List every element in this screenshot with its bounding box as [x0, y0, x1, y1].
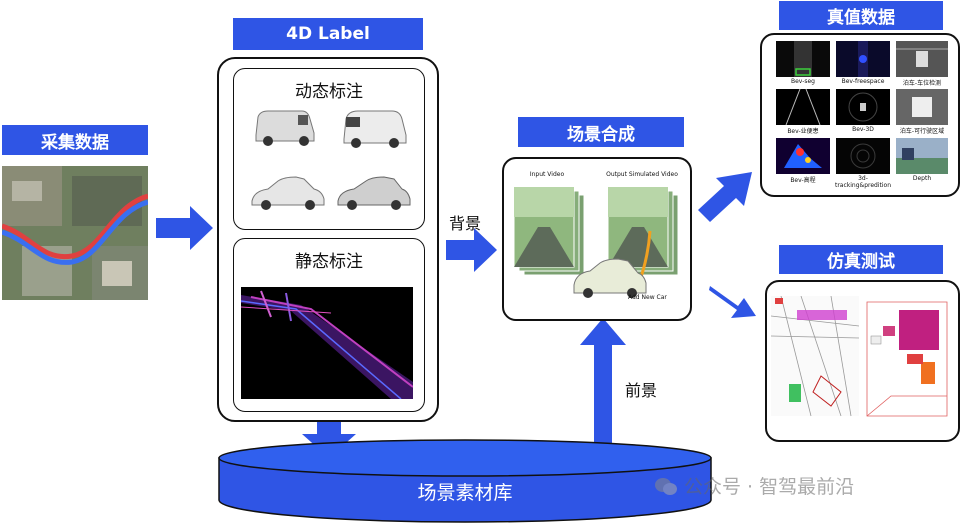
synthesis-title: 场景合成	[567, 124, 635, 145]
add-car-caption: Add New Car	[628, 294, 667, 301]
arrow-library-to-synthesis	[580, 318, 626, 452]
truth-caption: Bev-高程	[790, 177, 816, 184]
foreground-label: 前景	[625, 381, 658, 400]
depth-thumb	[896, 138, 948, 174]
simulation-scenes-image	[771, 296, 948, 417]
arrow-synthesis-to-truth	[698, 172, 752, 222]
bev-elevation-thumb	[776, 138, 830, 174]
library-title: 场景素材库	[417, 482, 513, 504]
truth-banner: 真值数据	[779, 1, 943, 30]
watermark: 公众号 · 智驾最前沿	[654, 472, 854, 499]
sim-panel	[765, 280, 960, 442]
parking-slot-thumb	[896, 41, 948, 77]
sedan-model	[251, 176, 325, 210]
input-video-caption: Input Video	[529, 171, 565, 178]
sedan-model	[337, 176, 411, 210]
truth-caption: Bev-业便患	[787, 128, 819, 135]
wechat-icon	[655, 477, 677, 495]
sim-banner: 仿真测试	[779, 245, 943, 274]
bev-3d-thumb	[836, 89, 890, 125]
static-title: 静态标注	[295, 252, 363, 272]
source-title: 采集数据	[41, 132, 109, 153]
sim-title: 仿真测试	[827, 252, 895, 272]
input-video-frames	[513, 186, 585, 276]
arrow-source-to-label	[156, 206, 213, 250]
truth-grid: Bev-seg Bev-freespace 泊车-车位检测 Bev-业便患 Be…	[776, 41, 948, 189]
truth-title: 真值数据	[827, 8, 895, 28]
road-map-image	[241, 287, 413, 399]
truth-caption: 泊车-可行驶区域	[899, 128, 945, 135]
label-title: 4D Label	[286, 24, 370, 44]
dynamic-annotation-box: 动态标注	[233, 68, 425, 230]
van-model	[255, 110, 315, 146]
synthesis-panel: Input Video Output Simulated Video Add N…	[502, 157, 692, 321]
synthesis-banner: 场景合成	[518, 117, 684, 147]
truth-caption: Depth	[912, 175, 932, 182]
arrow-synthesis-to-sim	[709, 286, 756, 318]
library-disk	[218, 439, 712, 523]
truth-caption: 3d-tracking&predition	[834, 175, 892, 189]
drivable-area-thumb	[896, 89, 948, 125]
van-model	[343, 110, 407, 148]
truth-caption: Bev-3D	[852, 126, 874, 133]
road-network-scene	[771, 296, 860, 417]
output-video-caption: Output Simulated Video	[606, 171, 678, 178]
vehicle-models-image	[251, 110, 411, 210]
truth-caption: Bev-freespace	[841, 78, 885, 85]
video-frames-image	[513, 186, 679, 298]
tracking-prediction-thumb	[836, 138, 890, 174]
bev-freespace-thumb	[836, 41, 890, 77]
truth-caption: 泊车-车位检测	[902, 80, 942, 87]
output-video-frames	[607, 186, 679, 292]
background-label: 背景	[449, 214, 482, 233]
truth-caption: Bev-seg	[791, 78, 815, 85]
source-banner: 采集数据	[2, 125, 148, 155]
new-car-model	[573, 258, 647, 298]
label-banner: 4D Label	[233, 18, 423, 50]
dynamic-title: 动态标注	[295, 82, 363, 102]
truth-panel: Bev-seg Bev-freespace 泊车-车位检测 Bev-业便患 Be…	[760, 33, 960, 197]
3d-box-scene	[866, 301, 948, 417]
bev-seg-thumb	[776, 41, 830, 77]
bev-lane-thumb	[776, 88, 830, 126]
watermark-text: 公众号 · 智驾最前沿	[684, 476, 855, 498]
arrow-label-to-synthesis	[446, 228, 497, 272]
satellite-map-image	[2, 166, 148, 300]
static-annotation-box: 静态标注	[233, 238, 425, 412]
